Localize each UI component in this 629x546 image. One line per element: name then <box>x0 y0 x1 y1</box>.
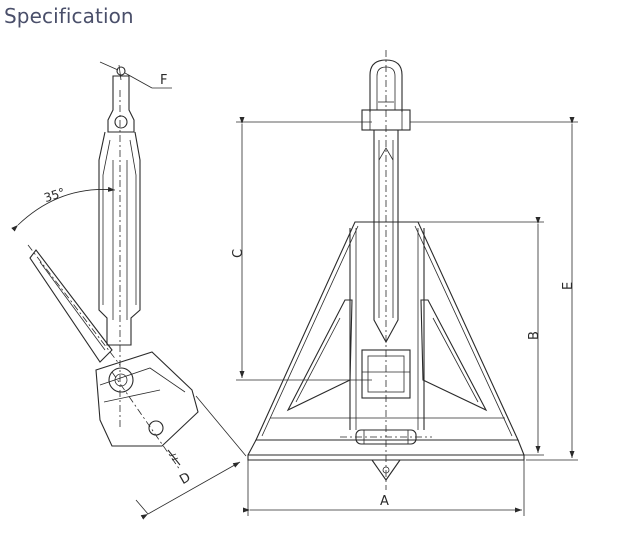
dimension-label-d: D <box>177 470 193 488</box>
angle-label: 35° <box>42 185 67 205</box>
dimension-label-f: F <box>160 73 167 88</box>
dimension-label-e: E <box>561 282 576 290</box>
front-view: C B E A <box>231 50 578 516</box>
page-title: Specification <box>4 4 134 28</box>
side-view: F 35° D <box>11 61 247 520</box>
dimension-label-c: C <box>231 249 246 258</box>
dimension-label-b: B <box>527 331 542 340</box>
dimension-label-a: A <box>380 494 389 509</box>
